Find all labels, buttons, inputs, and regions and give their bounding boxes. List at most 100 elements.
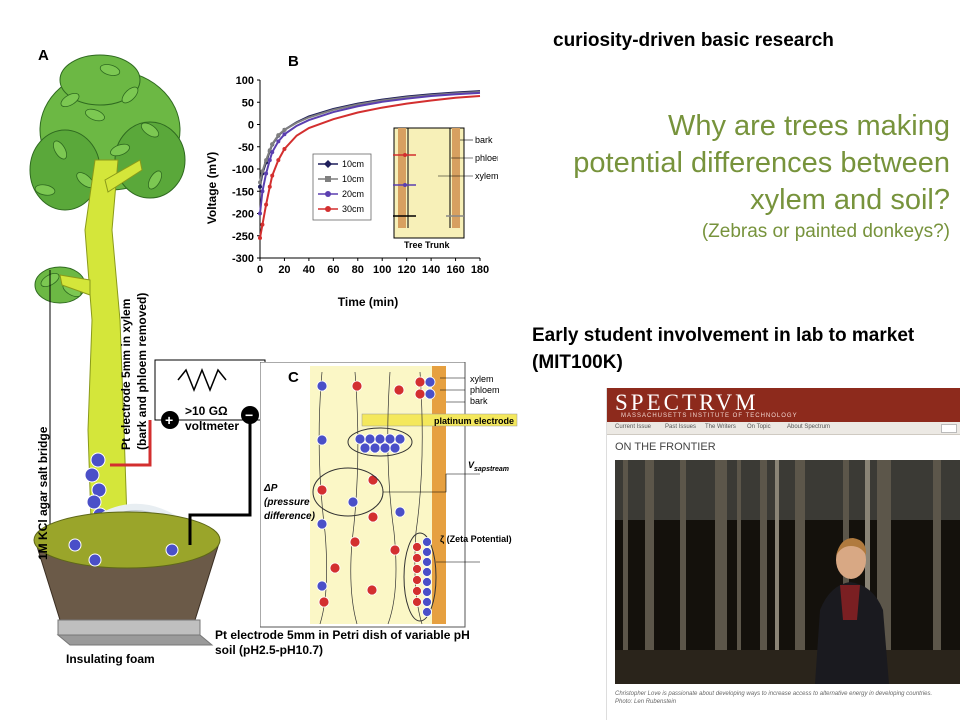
series-point-3	[264, 202, 269, 207]
chart-plot	[258, 90, 481, 240]
series-point-1	[276, 133, 281, 138]
xylem-electrode-label-2: (bark and phloem removed)	[135, 293, 149, 450]
series-point-3	[270, 173, 275, 178]
spectrum-section-title: ON THE FRONTIER	[615, 441, 716, 453]
nav-writers[interactable]: The Writers	[705, 424, 736, 430]
legend-label-1: 10cm	[342, 174, 364, 184]
legend-marker-1	[325, 176, 331, 182]
spectrum-header: SPECTRVM MASSACHUSETTS INSTITUTE OF TECH…	[607, 388, 960, 422]
nav-on-topic[interactable]: On Topic	[747, 424, 771, 430]
series-point-1	[260, 169, 265, 174]
series-point-2	[258, 211, 262, 216]
red-ions	[316, 376, 426, 608]
adsorbed-ion-cluster	[347, 427, 413, 457]
series-point-1	[270, 142, 275, 147]
zeta-red-ions	[412, 542, 422, 607]
slide-heading: curiosity-driven basic research	[553, 30, 834, 51]
series-point-2	[260, 189, 265, 194]
x-tick-label: 100	[373, 264, 391, 276]
legend-marker-3	[325, 206, 331, 212]
plus-terminal-icon	[161, 411, 179, 429]
y-axis-label: Voltage (mV)	[205, 152, 219, 224]
legend-label-3: 30cm	[342, 204, 364, 214]
dish-label-line-1: Pt electrode 5mm in Petri dish of variab…	[215, 628, 470, 642]
series-point-2	[282, 132, 287, 137]
series-line-2	[259, 91, 481, 214]
soil-surface	[33, 511, 221, 569]
red-wire	[110, 420, 152, 467]
tree-branch-upper	[104, 159, 143, 193]
series-point-3	[258, 235, 262, 240]
leader-lines	[383, 377, 480, 563]
inset-label-xylem: xylem	[475, 171, 498, 181]
y-tick-label: 0	[248, 120, 254, 132]
x-tick-label: 60	[327, 264, 339, 276]
series-point-3	[267, 184, 272, 189]
inset-label-phloem: phloem	[475, 153, 498, 163]
legend-marker-0	[324, 160, 332, 168]
series-point-1	[264, 158, 269, 163]
legend-label-0: 10cm	[342, 159, 364, 169]
person-face	[836, 541, 866, 579]
question-subtitle: (Zebras or painted donkeys?)	[701, 221, 950, 242]
v-subscript: sapstream	[474, 466, 509, 473]
series-line-3	[259, 95, 481, 239]
cluster-ions	[354, 433, 406, 454]
question-line-2: potential differences between	[573, 147, 950, 179]
caption-line-2: Rubenstein	[645, 699, 677, 705]
series-point-2	[264, 171, 269, 176]
person-jacket	[815, 582, 889, 684]
series-point-2	[270, 150, 275, 155]
series-point-1	[282, 127, 287, 132]
research-question: Why are trees making potential differenc…	[530, 108, 950, 245]
spectrum-institute: MASSACHUSETTS INSTITUTE OF TECHNOLOGY	[621, 413, 798, 419]
dish-label-line-2: soil (pH2.5-pH10.7)	[215, 643, 324, 657]
spectrum-search-input[interactable]	[941, 424, 957, 433]
x-tick-label: 20	[278, 264, 290, 276]
minus-sign: −	[245, 407, 253, 423]
dp-line-2: (pressure	[264, 497, 310, 508]
panel-c-letter: C	[288, 369, 299, 386]
legend-marker-2	[325, 191, 331, 197]
caption-line-1: Christopher Love is passionate about dev…	[615, 691, 933, 705]
v-symbol: V	[468, 460, 475, 470]
panel-a-illustration: A +	[29, 47, 266, 666]
x-tick-label: 140	[422, 264, 440, 276]
plus-sign: +	[165, 412, 173, 428]
series-point-3	[260, 222, 265, 227]
series-line-1	[259, 91, 481, 183]
xylem-electrode-label-1: Pt electrode 5mm in xylem	[119, 299, 133, 450]
inset-title: Tree Trunk	[404, 240, 451, 250]
early-line-2: (MIT100K)	[532, 352, 623, 373]
voltmeter-label: voltmeter	[185, 419, 239, 433]
dp-line-1: ΔP	[264, 483, 278, 494]
leaf-details	[34, 64, 163, 298]
x-axis-label: Time (min)	[338, 295, 398, 309]
early-line-1: Early student involvement in lab to mark…	[532, 325, 915, 346]
y-tick-label: -150	[232, 186, 254, 198]
series-point-3	[276, 158, 281, 163]
foam-base	[56, 634, 214, 646]
panel-b-letter: B	[288, 53, 299, 70]
c-label-platinum: platinum electrode	[434, 416, 514, 426]
insulating-foam-block	[57, 619, 201, 636]
spectrum-clipping: SPECTRVM MASSACHUSETTS INSTITUTE OF TECH…	[606, 388, 960, 720]
nav-current-issue[interactable]: Current Issue	[615, 424, 652, 430]
voltmeter-value: >10 GΩ	[185, 404, 228, 418]
y-tick-label: 100	[236, 75, 254, 87]
platinum-electrode-bar	[361, 413, 518, 427]
inset-label-bark: bark	[475, 135, 493, 145]
zeta-ellipse	[403, 532, 437, 622]
black-wire	[188, 420, 252, 545]
nav-past-issues[interactable]: Past Issues	[665, 424, 697, 430]
salt-bridge-label: 1M KCl agar salt bridge	[36, 426, 50, 560]
zeta-label: ζ (Zeta Potential)	[440, 534, 512, 544]
pressure-difference-label: ΔP (pressure difference)	[264, 482, 315, 524]
y-tick-label: -50	[238, 142, 254, 154]
spectrum-nav: Current Issue Past Issues The Writers On…	[607, 422, 960, 435]
dish-electrode-label: Pt electrode 5mm in Petri dish of variab…	[215, 628, 470, 658]
nav-about[interactable]: About Spectrum	[787, 424, 831, 430]
zeta-blue-ions	[422, 537, 432, 617]
